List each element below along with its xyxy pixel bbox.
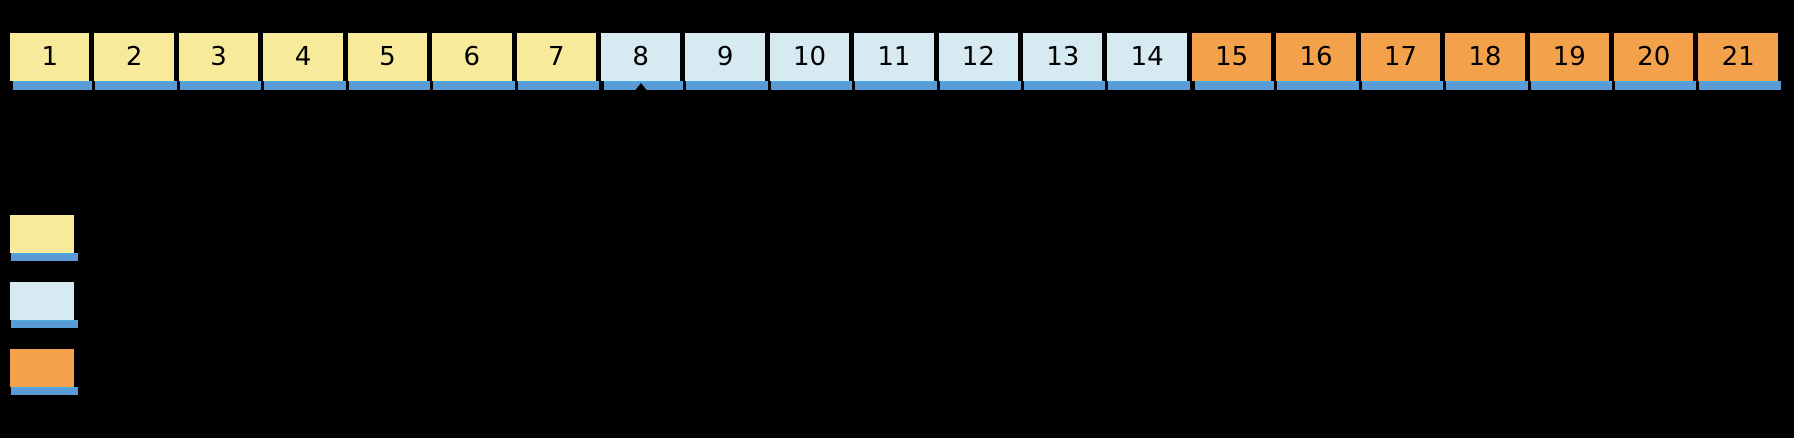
timeline-cell-label: 7 (547, 42, 565, 72)
timeline-cell-label: 1 (41, 42, 58, 72)
legend-item (8, 278, 768, 328)
legend-swatch (8, 279, 78, 328)
timeline-cell-5[interactable]: 5 (345, 31, 431, 90)
timeline-cell-12[interactable]: 12 (936, 31, 1022, 90)
timeline-cell-label: 12 (961, 42, 995, 72)
timeline-cell-label: 17 (1383, 42, 1417, 72)
timeline-cell-15[interactable]: 15 (1189, 31, 1275, 90)
timeline-cell-6[interactable]: 6 (430, 31, 515, 90)
timeline-cell-2[interactable]: 2 (92, 31, 178, 90)
timeline-cell-21[interactable]: 21 (1696, 31, 1782, 90)
timeline-cell-18[interactable]: 18 (1443, 31, 1529, 90)
timeline-cell-label: 19 (1552, 42, 1586, 72)
timeline-cell-label: 3 (210, 42, 227, 72)
timeline-cell-label: 10 (792, 42, 827, 72)
triangle-up-icon (632, 83, 649, 93)
timeline-cell-1[interactable]: 1 (8, 31, 93, 90)
timeline-cell-20[interactable]: 20 (1612, 31, 1697, 90)
legend-item (8, 211, 768, 261)
legend (8, 211, 768, 412)
timeline-cell-16[interactable]: 16 (1274, 31, 1360, 90)
timeline-cell-8[interactable]: 8 (598, 31, 684, 90)
timeline-cell-14[interactable]: 14 (1105, 31, 1191, 90)
timeline-cell-label: 4 (294, 42, 312, 72)
timeline-cell-19[interactable]: 19 (1527, 31, 1613, 90)
timeline-cell-label: 8 (632, 42, 649, 72)
timeline-cell-label: 6 (463, 42, 481, 72)
timeline-cell-13[interactable]: 13 (1021, 31, 1106, 90)
timeline-cell-label: 18 (1468, 42, 1502, 72)
timeline-cell-10[interactable]: 10 (767, 31, 853, 90)
timeline-cell-label: 11 (877, 42, 911, 72)
timeline-cell-3[interactable]: 3 (176, 31, 262, 90)
timeline-cell-11[interactable]: 11 (852, 31, 938, 90)
timeline-cell-4[interactable]: 4 (261, 31, 347, 90)
timeline-cell-label: 20 (1637, 42, 1671, 72)
legend-swatch (8, 346, 78, 395)
timeline-cell-label: 13 (1046, 42, 1080, 72)
timeline-cell-9[interactable]: 9 (683, 31, 769, 90)
timeline-cell-label: 14 (1130, 42, 1164, 72)
legend-item (8, 345, 768, 395)
legend-swatch (8, 212, 78, 261)
timeline-cell-label: 5 (379, 42, 396, 72)
timeline-cell-label: 21 (1721, 42, 1755, 72)
timeline-cell-label: 16 (1299, 42, 1333, 72)
timeline-cell-7[interactable]: 7 (514, 31, 600, 90)
timeline-cell-label: 2 (125, 42, 143, 72)
timeline-cell-label: 15 (1215, 42, 1249, 72)
timeline-cell-17[interactable]: 17 (1358, 31, 1444, 90)
timeline-cell-label: 9 (716, 42, 734, 72)
